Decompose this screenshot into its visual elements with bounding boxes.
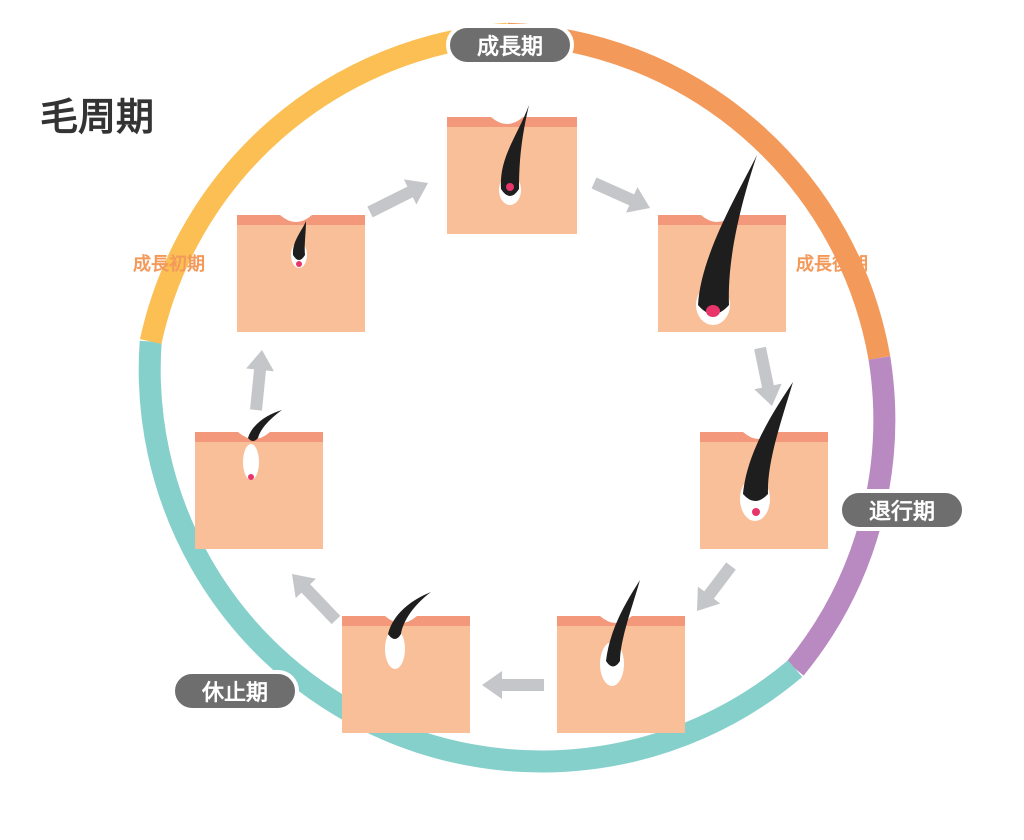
cycle-arrows: [246, 177, 782, 699]
hair-papilla: [248, 474, 254, 480]
label-background: [171, 670, 299, 712]
cycle-arrow: [754, 346, 782, 406]
skin-notch: [280, 215, 312, 222]
skin-notch: [491, 117, 523, 124]
skin-section: [342, 592, 470, 733]
ring-segment-growth: [506, 22, 891, 360]
arrow-shape: [482, 671, 544, 699]
label-text: 退行期: [869, 499, 935, 525]
label-regression-phase: 退行期: [838, 489, 966, 531]
label-background: [446, 24, 574, 66]
cycle-arrow: [697, 562, 736, 611]
label-background: [838, 489, 966, 531]
hair-shaft: [292, 221, 306, 260]
label-text: 成長期: [477, 35, 543, 60]
hair-papilla: [506, 183, 514, 191]
skin-section: [658, 155, 786, 332]
hair-papilla: [296, 261, 302, 267]
hair-shaft: [743, 382, 793, 501]
follicle: [243, 444, 259, 480]
arrow-shape: [754, 346, 782, 406]
skin-block: [342, 616, 470, 733]
label-growth-phase: 成長期: [446, 24, 574, 66]
hair-shaft: [388, 592, 431, 639]
label-text: 休止期: [201, 681, 268, 706]
label-rest-phase: 休止期: [171, 670, 299, 712]
skin-section: [237, 215, 365, 332]
hair-shaft: [248, 410, 282, 441]
skin-section: [700, 382, 828, 549]
arrow-shape: [367, 179, 428, 218]
skin-section: [557, 580, 685, 733]
hair-papilla: [752, 508, 760, 516]
skin-section: [447, 105, 577, 234]
cycle-arrow: [292, 574, 341, 625]
hair-papilla: [706, 305, 720, 317]
label-growth-late: 成長後期: [796, 253, 868, 275]
arrow-shape: [697, 562, 736, 611]
arrow-shape: [246, 350, 274, 411]
ring-segment-growth-early: [139, 22, 509, 344]
skin-block: [195, 432, 323, 549]
hair-shaft: [500, 105, 529, 196]
cycle-arrow: [246, 350, 274, 411]
skin-section: [195, 410, 323, 549]
hair-shaft: [606, 580, 640, 667]
arrow-shape: [292, 574, 341, 625]
follicle: [385, 629, 405, 669]
arrow-shape: [591, 177, 650, 213]
cycle-arrow: [482, 671, 544, 699]
cycle-arrow: [367, 179, 428, 218]
hair-shaft: [698, 155, 757, 314]
hair-stages: [195, 105, 828, 733]
cycle-arrow: [591, 177, 650, 213]
label-growth-early: 成長初期: [133, 253, 205, 275]
diagram-title: 毛周期: [40, 95, 154, 139]
